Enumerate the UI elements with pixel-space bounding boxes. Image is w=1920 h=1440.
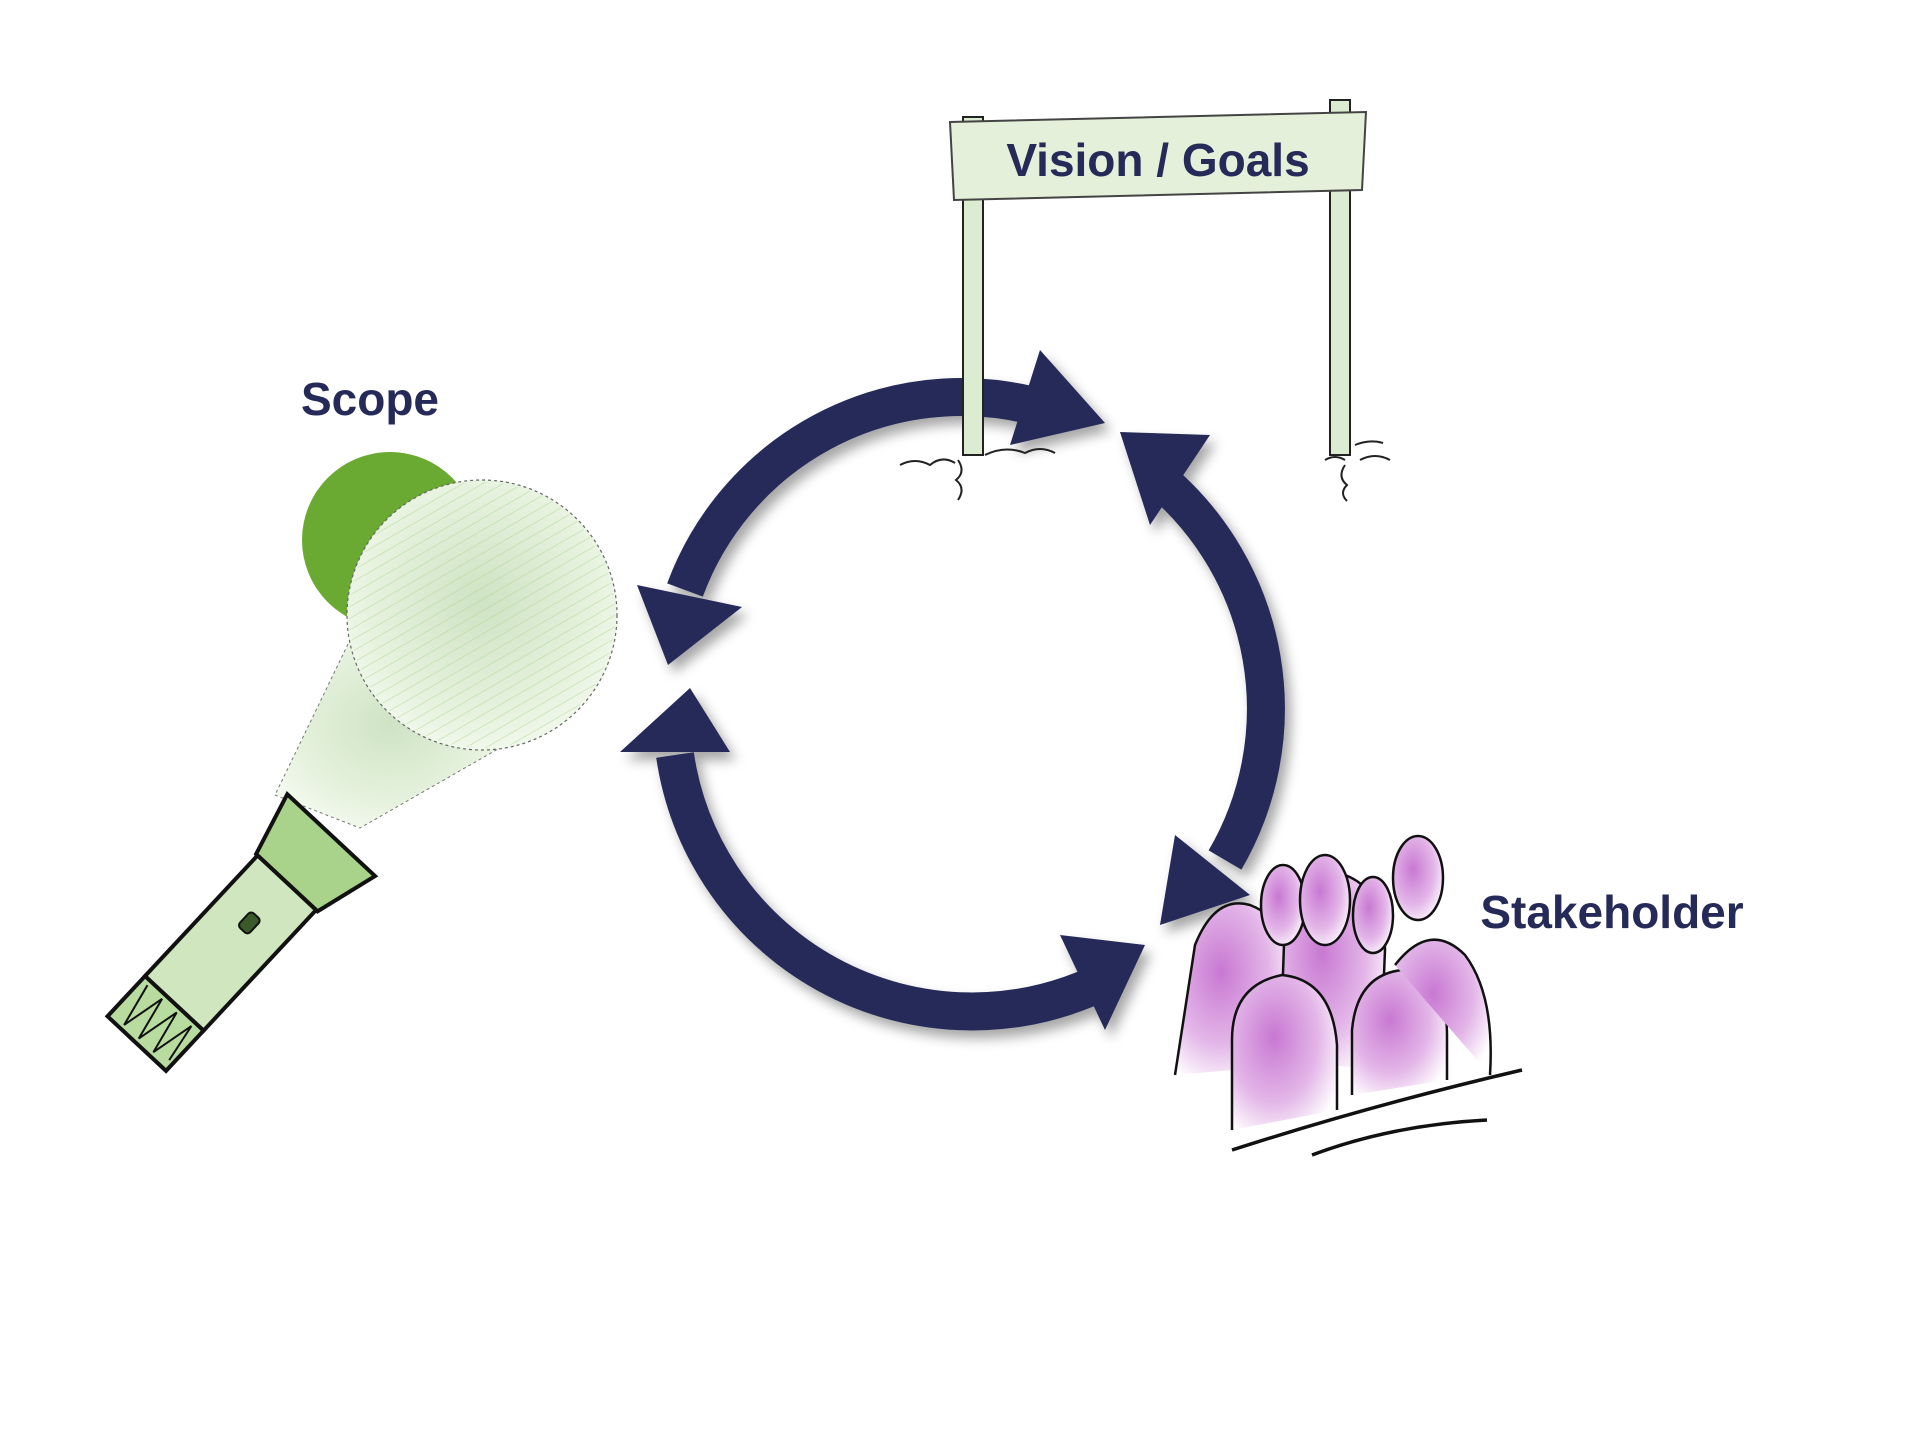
flashlight-grip-lines <box>123 984 193 1061</box>
cycle-arrowhead-right-top <box>1120 432 1210 525</box>
cycle-arrowhead-top <box>1010 350 1105 445</box>
cycle-arc-bottom <box>656 752 1103 1031</box>
flashlight-switch <box>238 911 261 935</box>
scope-label: Scope <box>301 373 439 425</box>
grass-left <box>899 448 1056 501</box>
signpost-post-left <box>962 116 984 456</box>
person-head <box>1351 875 1395 955</box>
stakeholder-label: Stakeholder <box>1480 886 1743 938</box>
people-group-icon <box>1173 834 1523 1157</box>
cycle-arrowhead-right-bottom <box>1160 835 1250 925</box>
signpost-icon: Vision / Goals <box>899 99 1391 502</box>
person-head <box>1298 853 1352 947</box>
person-body <box>1394 938 1492 1076</box>
cycle-arc-right <box>1147 465 1285 870</box>
flashlight-icon <box>104 452 618 1074</box>
flashlight-grip <box>104 973 207 1074</box>
signpost-board <box>948 110 1368 202</box>
person-head <box>1259 863 1307 947</box>
person-body <box>1230 973 1339 1130</box>
cycle-arrowhead-bottom <box>1060 935 1145 1030</box>
person-head <box>1391 834 1445 922</box>
cycle-arrowhead-left <box>637 585 742 665</box>
cycle-arrowhead-left-bottom <box>620 688 730 752</box>
scope-circle-hatch <box>349 482 615 748</box>
grass-right <box>1324 440 1391 502</box>
cycle-arrows-icon <box>620 350 1285 1031</box>
ground-line <box>1231 1068 1523 1157</box>
vision-goals-label: Vision / Goals <box>1006 134 1309 186</box>
